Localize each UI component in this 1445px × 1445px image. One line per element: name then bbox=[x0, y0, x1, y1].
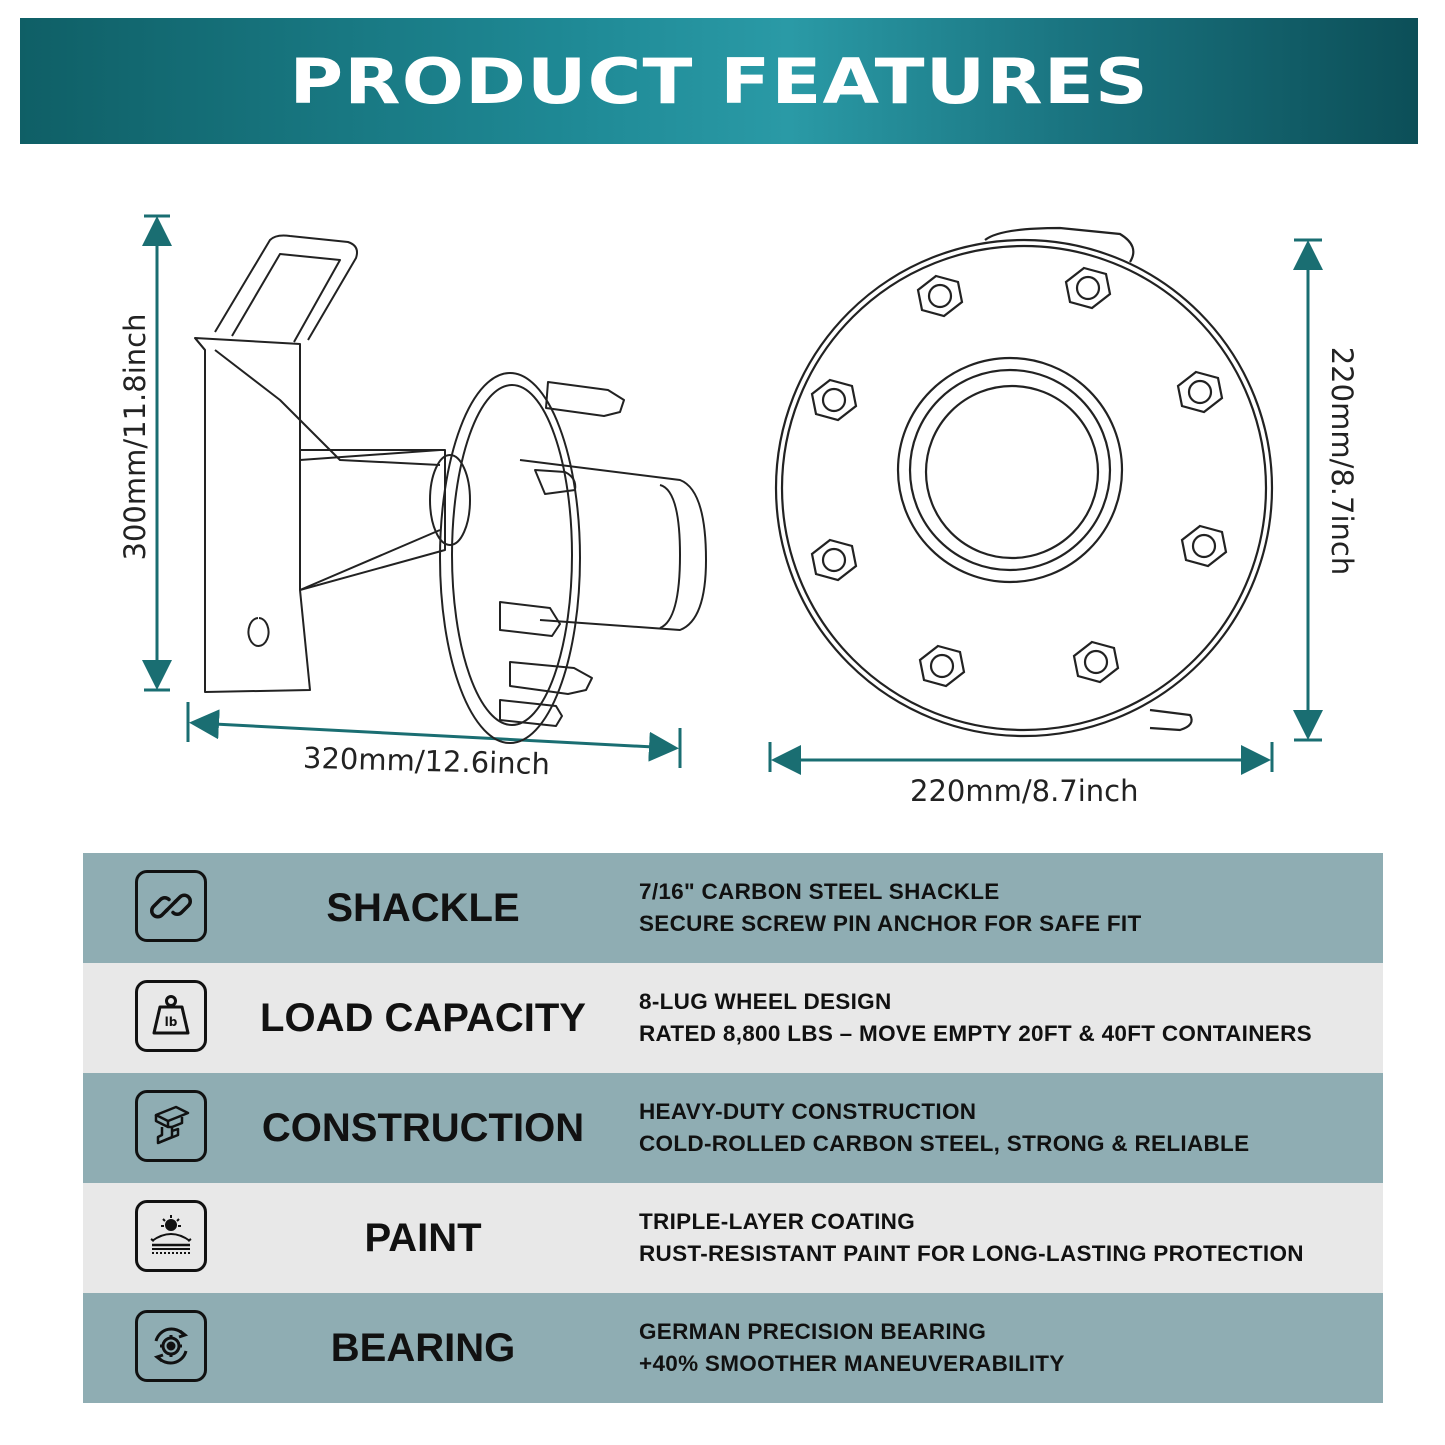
feature-row-shackle: SHACKLE 7/16" CARBON STEEL SHACKLE SECUR… bbox=[83, 853, 1383, 963]
steel-beam-icon bbox=[135, 1090, 207, 1162]
feature-line: GERMAN PRECISION BEARING bbox=[639, 1319, 987, 1344]
side-height-dimension bbox=[142, 214, 172, 692]
features-table: SHACKLE 7/16" CARBON STEEL SHACKLE SECUR… bbox=[83, 853, 1383, 1403]
front-height-dimension bbox=[1293, 238, 1323, 742]
feature-row-paint: PAINT TRIPLE-LAYER COATING RUST-RESISTAN… bbox=[83, 1183, 1383, 1293]
side-width-dimension bbox=[186, 702, 682, 768]
feature-line: SECURE SCREW PIN ANCHOR FOR SAFE FIT bbox=[639, 911, 1142, 936]
front-view-drawing bbox=[774, 226, 1274, 738]
front-width-label: 220mm/8.7inch bbox=[910, 774, 1139, 808]
lb-text: lb bbox=[165, 1015, 178, 1029]
feature-name: PAINT bbox=[364, 1215, 482, 1260]
side-view-drawing bbox=[194, 234, 707, 744]
page-title: PRODUCT FEATURES bbox=[289, 44, 1149, 118]
dimension-drawings: 300mm/11.8inch 320mm/12.6inch 220mm/8.7i… bbox=[0, 150, 1445, 840]
side-height-label: 300mm/11.8inch bbox=[118, 313, 152, 561]
side-width-label: 320mm/12.6inch bbox=[302, 740, 551, 782]
header-banner: PRODUCT FEATURES bbox=[20, 18, 1418, 144]
feature-line: TRIPLE-LAYER COATING bbox=[639, 1209, 916, 1234]
feature-description: 7/16" CARBON STEEL SHACKLE SECURE SCREW … bbox=[639, 876, 1141, 940]
feature-line: RATED 8,800 LBS – MOVE EMPTY 20FT & 40FT… bbox=[639, 1021, 1312, 1046]
feature-row-bearing: BEARING GERMAN PRECISION BEARING +40% SM… bbox=[83, 1293, 1383, 1403]
feature-description: 8-LUG WHEEL DESIGN RATED 8,800 LBS – MOV… bbox=[639, 986, 1312, 1050]
feature-line: 7/16" CARBON STEEL SHACKLE bbox=[639, 879, 1000, 904]
weight-lb-icon: lb bbox=[135, 980, 207, 1052]
feature-name: LOAD CAPACITY bbox=[260, 995, 586, 1040]
feature-line: COLD-ROLLED CARBON STEEL, STRONG & RELIA… bbox=[639, 1131, 1250, 1156]
paint-coating-icon bbox=[135, 1200, 207, 1272]
bearing-gear-icon bbox=[135, 1310, 207, 1382]
feature-row-construction: CONSTRUCTION HEAVY-DUTY CONSTRUCTION COL… bbox=[83, 1073, 1383, 1183]
feature-name: CONSTRUCTION bbox=[261, 1105, 585, 1150]
feature-line: RUST-RESISTANT PAINT FOR LONG-LASTING PR… bbox=[639, 1241, 1304, 1266]
feature-line: HEAVY-DUTY CONSTRUCTION bbox=[639, 1099, 977, 1124]
feature-description: HEAVY-DUTY CONSTRUCTION COLD-ROLLED CARB… bbox=[639, 1096, 1249, 1160]
feature-line: 8-LUG WHEEL DESIGN bbox=[639, 989, 892, 1014]
feature-name: BEARING bbox=[330, 1325, 516, 1370]
front-width-dimension bbox=[768, 742, 1274, 775]
front-height-label: 220mm/8.7inch bbox=[1325, 346, 1359, 576]
feature-name: SHACKLE bbox=[326, 885, 520, 930]
feature-description: GERMAN PRECISION BEARING +40% SMOOTHER M… bbox=[639, 1316, 1065, 1380]
feature-row-load-capacity: lb LOAD CAPACITY 8-LUG WHEEL DESIGN RATE… bbox=[83, 963, 1383, 1073]
chain-link-icon bbox=[135, 870, 207, 942]
feature-line: +40% SMOOTHER MANEUVERABILITY bbox=[639, 1351, 1065, 1376]
feature-description: TRIPLE-LAYER COATING RUST-RESISTANT PAIN… bbox=[639, 1206, 1304, 1270]
lug-nuts bbox=[810, 266, 1228, 688]
product-line-drawings bbox=[142, 214, 1323, 775]
